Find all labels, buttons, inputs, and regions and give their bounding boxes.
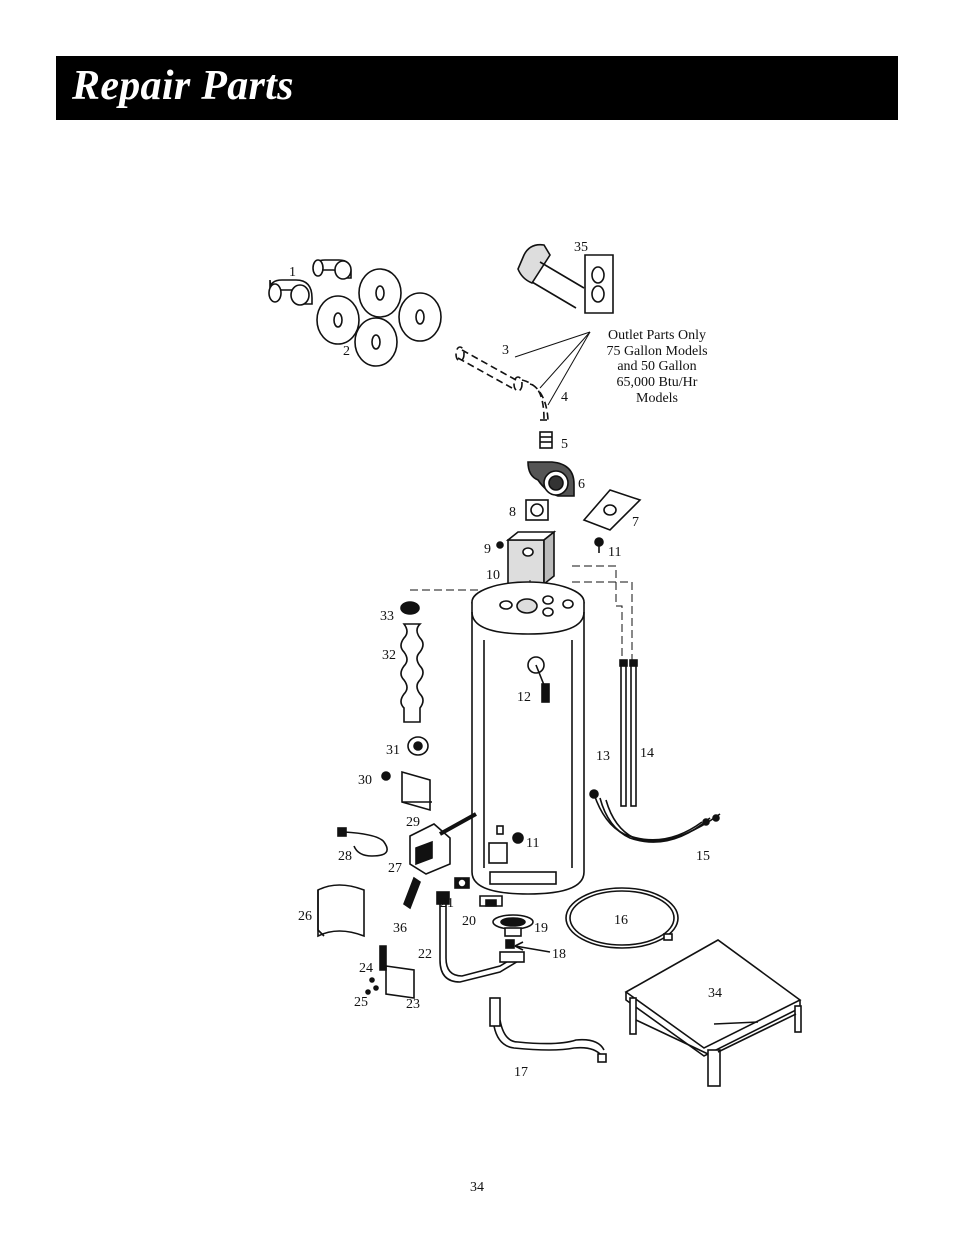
callout-25: 25	[354, 995, 368, 1010]
part-30-bracket	[401, 770, 432, 812]
part-26-cover	[317, 884, 365, 938]
outlet-parts-note: Outlet Parts Only 75 Gallon Models and 5…	[606, 328, 707, 406]
water-heater-tank	[471, 581, 585, 895]
part-8-gasket	[525, 499, 549, 521]
part-27-gas-valve	[409, 812, 477, 875]
callout-7: 7	[632, 515, 639, 530]
callout-13: 13	[596, 749, 610, 764]
callout-36: 36	[393, 921, 407, 936]
callout-22: 22	[418, 947, 432, 962]
callout-32: 32	[382, 648, 396, 663]
callout-27: 27	[388, 861, 402, 876]
callout-34: 34	[708, 986, 722, 1001]
part-3-4-vent-pipe	[455, 346, 549, 421]
callout-2: 2	[343, 344, 350, 359]
callout-11-bottom: 11	[526, 836, 539, 851]
part-23-plate	[385, 965, 415, 999]
callout-20: 20	[462, 914, 476, 929]
part-35-outlet-assembly	[517, 243, 614, 314]
callout-31: 31	[386, 743, 400, 758]
note-line-3: and 50 Gallon	[617, 359, 696, 374]
note-line-2: 75 Gallon Models	[606, 344, 707, 359]
callout-10: 10	[486, 568, 500, 583]
callout-26: 26	[298, 909, 312, 924]
callout-35: 35	[574, 240, 588, 255]
part-12-probe	[535, 664, 550, 703]
callout-17: 17	[514, 1065, 528, 1080]
part-34-stand	[624, 939, 802, 1087]
part-18-orifice	[505, 939, 551, 953]
part-33-cap	[400, 601, 420, 615]
callout-21: 21	[440, 896, 454, 911]
callout-29: 29	[406, 815, 420, 830]
part-24-plate	[379, 945, 387, 971]
leader-lines-outlet	[514, 331, 591, 406]
callout-16: 16	[614, 913, 628, 928]
part-15-wire-harness	[589, 789, 721, 843]
part-2-gaskets	[316, 268, 442, 367]
page-title: Repair Parts	[72, 63, 294, 109]
callout-1: 1	[289, 265, 296, 280]
part-19-burner	[492, 914, 534, 937]
note-line-4: 65,000 Btu/Hr	[617, 375, 698, 390]
callout-6: 6	[578, 477, 585, 492]
callout-24: 24	[359, 961, 373, 976]
callout-19: 19	[534, 921, 548, 936]
callout-9: 9	[484, 542, 491, 557]
note-line-1: Outlet Parts Only	[608, 328, 706, 343]
part-11-fitting-top	[594, 537, 604, 553]
page-number: 34	[470, 1180, 484, 1195]
part-28-wire	[337, 827, 388, 857]
part-31-switch	[407, 736, 429, 756]
part-22-gas-tube	[436, 891, 525, 983]
part-30-screw	[381, 771, 391, 781]
part-20-bracket	[479, 895, 503, 907]
callout-5: 5	[561, 437, 568, 452]
callout-11-top: 11	[608, 545, 621, 560]
callout-8: 8	[509, 505, 516, 520]
part-7-gasket-plate	[582, 489, 642, 531]
part-6-blower	[527, 461, 575, 497]
callout-15: 15	[696, 849, 710, 864]
part-32-flex-hose	[400, 623, 424, 723]
callout-3: 3	[502, 343, 509, 358]
callout-18: 18	[552, 947, 566, 962]
part-21-fitting	[454, 877, 470, 889]
part-9-screw	[496, 541, 504, 549]
callout-4: 4	[561, 390, 568, 405]
callout-23: 23	[406, 997, 420, 1012]
callout-30: 30	[358, 773, 372, 788]
part-5-nipple	[539, 431, 553, 449]
callout-28: 28	[338, 849, 352, 864]
part-36-plug	[403, 876, 421, 910]
callout-14: 14	[640, 746, 654, 761]
part-14-anode-rod	[629, 659, 638, 807]
callout-12: 12	[517, 690, 531, 705]
part-17-thermocouple	[489, 997, 607, 1063]
note-line-5: Models	[636, 391, 678, 406]
section-header-banner: Repair Parts	[56, 56, 898, 120]
part-10-hood	[505, 530, 557, 586]
part-13-anode-rod	[619, 659, 628, 807]
part-25-screws	[365, 977, 379, 995]
part-16-ring	[565, 887, 679, 949]
part-1-elbows	[268, 259, 352, 306]
callout-33: 33	[380, 609, 394, 624]
